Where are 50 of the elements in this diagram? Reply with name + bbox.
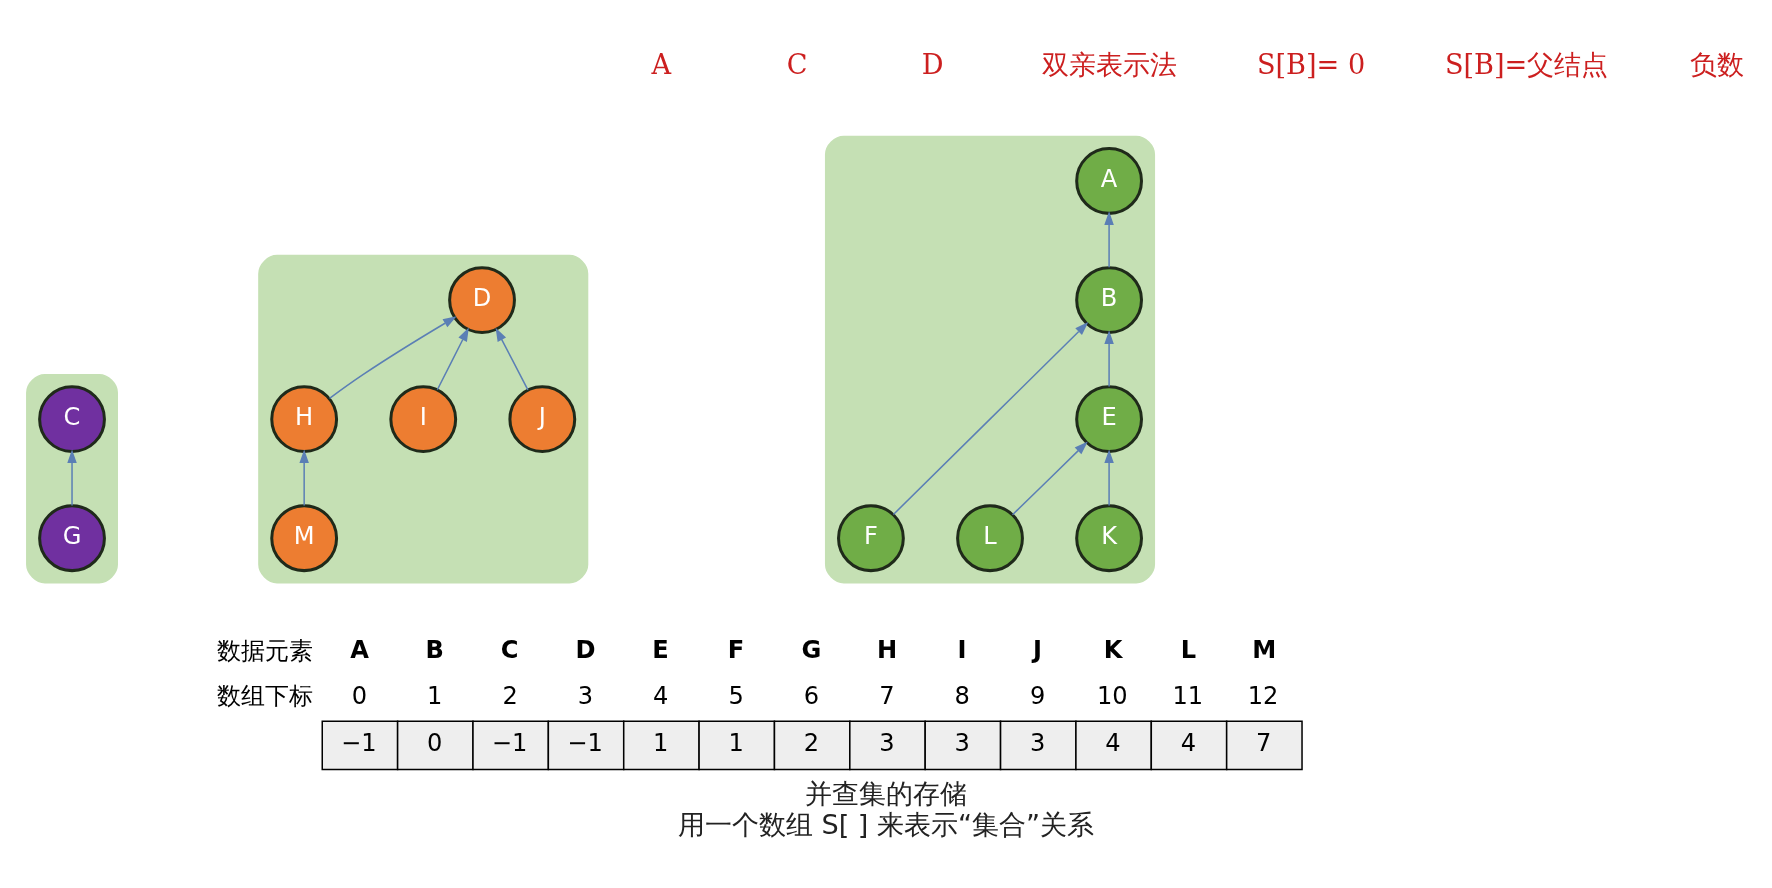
label: 0 bbox=[351, 682, 367, 711]
label: −1 bbox=[567, 729, 603, 758]
label: 1 bbox=[728, 729, 744, 758]
label: 双亲表示法 bbox=[1041, 48, 1177, 80]
label: F bbox=[727, 635, 745, 664]
label: I bbox=[957, 635, 967, 664]
label: 8 bbox=[954, 682, 970, 711]
label: 数据元素 bbox=[216, 637, 313, 666]
label: S[B]=父结点 bbox=[1444, 48, 1609, 80]
caption: 用一个数组 S[ ] 来表示“集合”关系 bbox=[677, 808, 1095, 840]
label: 负数 bbox=[1689, 48, 1744, 80]
label: 7 bbox=[879, 682, 895, 711]
label: 10 bbox=[1097, 682, 1128, 711]
label: 3 bbox=[1029, 729, 1046, 758]
label: 3 bbox=[954, 729, 970, 758]
label: 数组下标 bbox=[216, 682, 313, 711]
label: 3 bbox=[879, 729, 895, 758]
label: S[B]= 0 bbox=[1256, 48, 1366, 80]
label: 5 bbox=[728, 682, 744, 711]
label: G bbox=[801, 635, 822, 664]
diagram-title: 并查集的存储 bbox=[805, 778, 967, 810]
label: 6 bbox=[803, 682, 820, 711]
label: A bbox=[651, 48, 672, 80]
label: 9 bbox=[1029, 682, 1046, 711]
label: B bbox=[425, 635, 444, 664]
label: 4 bbox=[653, 682, 669, 711]
label: 4 bbox=[1105, 729, 1121, 758]
label: A bbox=[350, 635, 369, 664]
label: M bbox=[1252, 635, 1277, 664]
label: 1 bbox=[653, 729, 669, 758]
label: J bbox=[1032, 635, 1042, 664]
label: 2 bbox=[803, 729, 820, 758]
label: 2 bbox=[502, 682, 518, 711]
label: 0 bbox=[427, 729, 443, 758]
label: −1 bbox=[491, 729, 528, 758]
label: −1 bbox=[341, 729, 377, 758]
label: 12 bbox=[1247, 682, 1279, 711]
label: C bbox=[786, 48, 808, 80]
label: 7 bbox=[1256, 729, 1272, 758]
label: 3 bbox=[577, 682, 594, 711]
label: E bbox=[652, 635, 669, 664]
label: L bbox=[1180, 635, 1197, 664]
label: H bbox=[876, 635, 898, 664]
label: D bbox=[921, 48, 944, 80]
label: K bbox=[1103, 635, 1123, 664]
label: C bbox=[500, 635, 519, 664]
label: D bbox=[575, 635, 596, 664]
label: 1 bbox=[427, 682, 443, 711]
label: 4 bbox=[1180, 729, 1197, 758]
label: 11 bbox=[1172, 682, 1204, 711]
